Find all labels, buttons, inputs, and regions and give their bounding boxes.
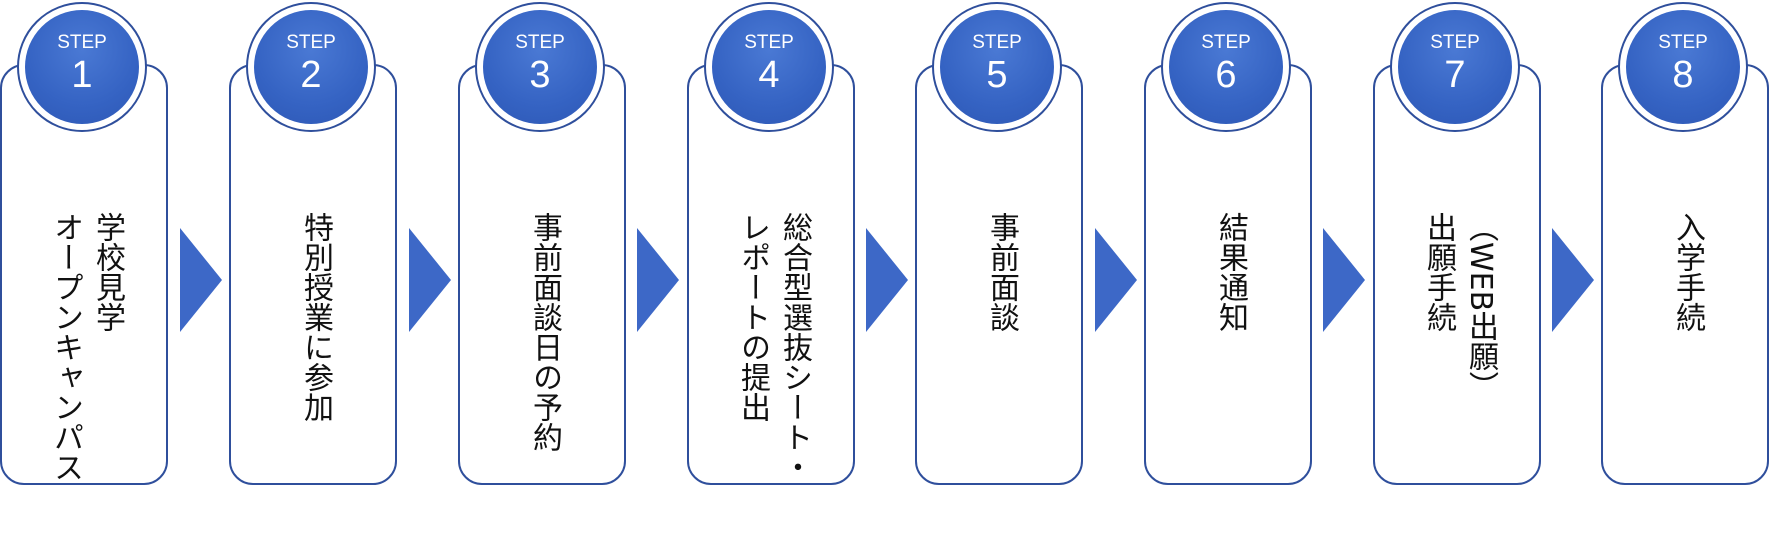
arrow-right-icon xyxy=(866,228,908,332)
step-badge: STEP 7 xyxy=(1390,2,1520,132)
step-card: 特別授業に参加 xyxy=(229,64,397,485)
step-number: 8 xyxy=(1672,54,1694,96)
step-text: 入学手続 xyxy=(1670,212,1705,332)
step-label: STEP xyxy=(515,32,565,53)
step-number: 4 xyxy=(758,54,780,96)
step-card: 入学手続 xyxy=(1601,64,1769,485)
step-badge: STEP 1 xyxy=(17,2,147,132)
arrow-right-icon xyxy=(180,228,222,332)
step-number: 5 xyxy=(986,54,1008,96)
step-badge: STEP 6 xyxy=(1161,2,1291,132)
step-badge: STEP 4 xyxy=(704,2,834,132)
step-text: 学校見学 オープンキャンパス xyxy=(48,212,125,482)
step-card: 学校見学 オープンキャンパス xyxy=(0,64,168,485)
step-label: STEP xyxy=(1658,32,1708,53)
step-6: 結果通知 STEP 6 xyxy=(1144,0,1316,490)
step-1: 学校見学 オープンキャンパス STEP 1 xyxy=(0,0,172,490)
step-card: （WEB出願） 出願手続 xyxy=(1373,64,1541,485)
step-card: 結果通知 xyxy=(1144,64,1312,485)
arrow-right-icon xyxy=(1552,228,1594,332)
step-label: STEP xyxy=(286,32,336,53)
arrow-right-icon xyxy=(1095,228,1137,332)
step-text: 総合型選抜シート・ レポートの提出 xyxy=(735,212,812,482)
step-text: 結果通知 xyxy=(1213,212,1248,332)
step-text: 事前面談日の予約 xyxy=(527,212,562,452)
step-label: STEP xyxy=(1201,32,1251,53)
step-5: 事前面談 STEP 5 xyxy=(915,0,1087,490)
step-number: 6 xyxy=(1215,54,1237,96)
step-label: STEP xyxy=(57,32,107,53)
step-text: 特別授業に参加 xyxy=(298,212,333,422)
step-text: （WEB出願） 出願手続 xyxy=(1421,212,1498,402)
step-card: 事前面談日の予約 xyxy=(458,64,626,485)
step-number: 7 xyxy=(1444,54,1466,96)
step-card: 総合型選抜シート・ レポートの提出 xyxy=(687,64,855,485)
step-number: 1 xyxy=(71,54,93,96)
step-4: 総合型選抜シート・ レポートの提出 STEP 4 xyxy=(687,0,859,490)
arrow-right-icon xyxy=(409,228,451,332)
step-2: 特別授業に参加 STEP 2 xyxy=(229,0,401,490)
step-3: 事前面談日の予約 STEP 3 xyxy=(458,0,630,490)
step-badge: STEP 2 xyxy=(246,2,376,132)
step-7: （WEB出願） 出願手続 STEP 7 xyxy=(1373,0,1545,490)
arrow-right-icon xyxy=(1323,228,1365,332)
step-8: 入学手続 STEP 8 xyxy=(1601,0,1773,490)
step-label: STEP xyxy=(972,32,1022,53)
step-label: STEP xyxy=(1430,32,1480,53)
step-number: 2 xyxy=(300,54,322,96)
step-label: STEP xyxy=(744,32,794,53)
step-badge: STEP 3 xyxy=(475,2,605,132)
step-card: 事前面談 xyxy=(915,64,1083,485)
step-number: 3 xyxy=(529,54,551,96)
step-text: 事前面談 xyxy=(984,212,1019,332)
step-badge: STEP 5 xyxy=(932,2,1062,132)
arrow-right-icon xyxy=(637,228,679,332)
step-badge: STEP 8 xyxy=(1618,2,1748,132)
